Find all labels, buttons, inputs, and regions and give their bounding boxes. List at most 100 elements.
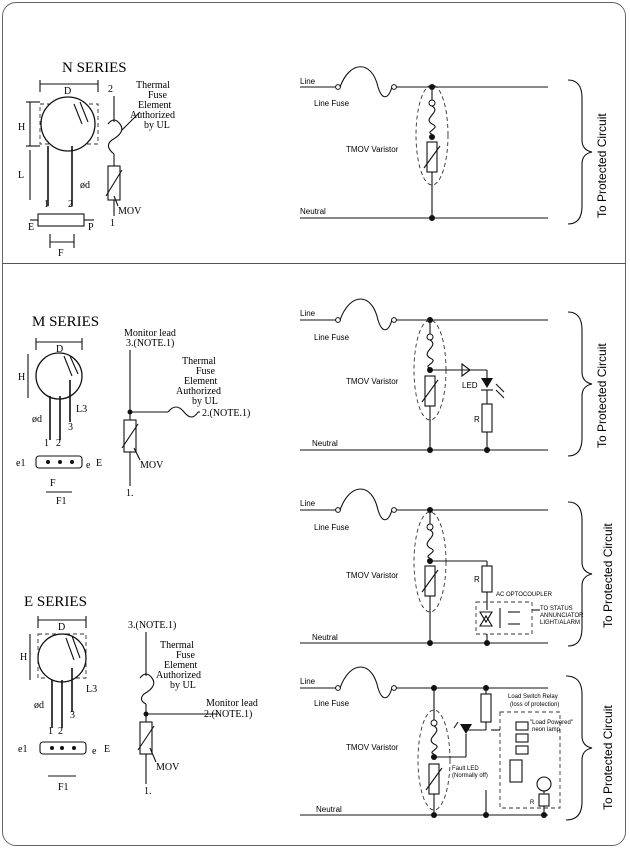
m-dim-d: D [56,344,63,355]
n-fuse-label-5: by UL [144,120,170,131]
c4-neon-1: "Load Powered" [530,720,573,726]
c4-neon-2: neon lamp [532,727,561,733]
e-pin3: 3 [70,710,75,721]
circuit-e-relay: Line Line Fuse TMOV Varistor Fault LED (… [300,666,615,821]
c3-neutral-label: Neutral [312,633,338,642]
n-series-package-drawing: D H L ød 1 2 E P F [18,80,99,259]
n-fuse-label-2: Fuse [148,90,167,101]
c3-tmov-label: TMOV Varistor [346,571,399,580]
c3-status-1: TO STATUS [540,606,573,612]
e-fuse-label-4: Authorized [156,670,201,681]
n-pin1: 1 [44,199,49,210]
n-dim-f: F [58,248,64,259]
c4-relay-2: (loss of protection) [510,702,559,708]
c3-r-label: R [474,575,480,584]
n-dim-e: E [28,222,34,233]
e-fuse-label-2: Fuse [176,650,195,661]
circuit-m-optocoupler: Line Line Fuse TMOV Varistor R AC OPTOCO… [300,488,615,647]
c1-tmov-label: TMOV Varistor [346,145,399,154]
c3-status-3: LIGHT/ALARM [540,620,580,626]
c3-status-2: ANNUNCIATOR [540,613,584,619]
c3-ac-opto-label: AC OPTOCOUPLER [496,592,553,598]
e-terminal-3: 3.(NOTE.1) [128,620,176,631]
e-series-schematic: 3.(NOTE.1) Monitor lead 2.(NOTE.1) 1. Th… [128,620,258,797]
c1-line-label: Line [300,77,316,86]
e-monitor-lead-2: 2.(NOTE.1) [204,709,252,720]
circuit-m-led: Line Line Fuse TMOV Varistor LED R Neutr… [300,298,609,457]
e-series-section: E SERIES D H L3 ød 1 2 3 e1 e E F1 3.(NO… [18,594,258,797]
m-fuse-label-4: Authorized [176,386,221,397]
e-pin2: 2 [58,726,63,737]
c4-line-label: Line [300,677,316,686]
c2-tmov-label: TMOV Varistor [346,377,399,386]
e-dim-phid: ød [34,700,44,711]
c2-led-label: LED [462,381,478,390]
n-terminal-2: 2 [108,84,113,95]
c1-neutral-label: Neutral [300,207,326,216]
e-dim-l3: L3 [86,684,97,695]
e-dim-e1: e1 [18,744,27,755]
m-dim-e1: e1 [16,458,25,469]
c4-protected-label: To Protected Circuit [601,705,615,810]
n-dim-p: P [88,222,94,233]
m-terminal-1: 1. [126,488,134,499]
c2-line-fuse-label: Line Fuse [314,333,350,342]
n-fuse-label-4: Authorized [130,110,175,121]
e-fuse-label-1: Thermal [160,640,194,651]
c2-line-label: Line [300,309,316,318]
n-series-section: N SERIES D H L ød 1 2 E P F 2 [18,60,175,259]
section-divider [2,263,626,264]
m-series-package-drawing: D H L3 ød 1 2 3 e1 e E F F1 [16,338,102,507]
n-dim-l: L [18,170,24,181]
n-terminal-1: 1 [110,218,115,229]
c4-fault-led-1: Fault LED [452,766,479,772]
c4-tmov-label: TMOV Varistor [346,743,399,752]
c4-relay-1: Load Switch Relay [508,694,558,700]
c2-protected-label: To Protected Circuit [595,343,609,448]
n-series-title: N SERIES [62,60,127,76]
e-dim-e: e [92,746,97,757]
c4-r-label: R [530,800,535,806]
c1-protected-label: To Protected Circuit [595,113,609,218]
c3-line-fuse-label: Line Fuse [314,523,350,532]
c4-neutral-label: Neutral [316,805,342,814]
c2-neutral-label: Neutral [312,439,338,448]
n-series-schematic: 2 1 Thermal Fuse Element Authorized by U… [105,80,175,229]
c4-fault-led-2: (Normally off) [452,773,488,779]
n-fuse-label-3: Element [138,100,172,111]
m-dim-E: E [96,458,102,469]
n-dim-h: H [18,122,25,133]
m-fuse-label-2: Fuse [196,366,215,377]
n-pin2: 2 [68,199,73,210]
m-dim-phid: ød [32,414,42,425]
e-dim-f1: F1 [58,782,69,793]
m-dim-f1: F1 [56,496,67,507]
n-dim-phid: ød [80,180,90,191]
m-fuse-label-3: Element [184,376,218,387]
m-terminal-2: 2.(NOTE.1) [202,408,250,419]
circuit-n-basic: Line Line Fuse TMOV Varistor Neutral To … [300,66,609,225]
n-mov-label: MOV [118,206,142,217]
e-dim-d: D [58,622,65,633]
m-series-title: M SERIES [32,314,99,330]
e-fuse-label-3: Element [164,660,198,671]
n-fuse-label-1: Thermal [136,80,170,91]
e-pin1: 1 [48,726,53,737]
m-pin3: 3 [68,422,73,433]
m-dim-l3: L3 [76,404,87,415]
c1-line-fuse-label: Line Fuse [314,99,350,108]
e-series-title: E SERIES [24,594,87,610]
m-fuse-label-1: Thermal [182,356,216,367]
e-dim-h: H [20,652,27,663]
e-mov-label: MOV [156,762,180,773]
e-monitor-lead-1: Monitor lead [206,698,258,709]
e-dim-E: E [104,744,110,755]
e-series-package-drawing: D H L3 ød 1 2 3 e1 e E F1 [18,616,110,793]
m-monitor-lead-1: Monitor lead [124,328,176,339]
n-dim-d: D [64,86,71,97]
m-monitor-lead-2: 3.(NOTE.1) [126,338,174,349]
c4-line-fuse-label: Line Fuse [314,699,350,708]
m-mov-label: MOV [140,460,164,471]
